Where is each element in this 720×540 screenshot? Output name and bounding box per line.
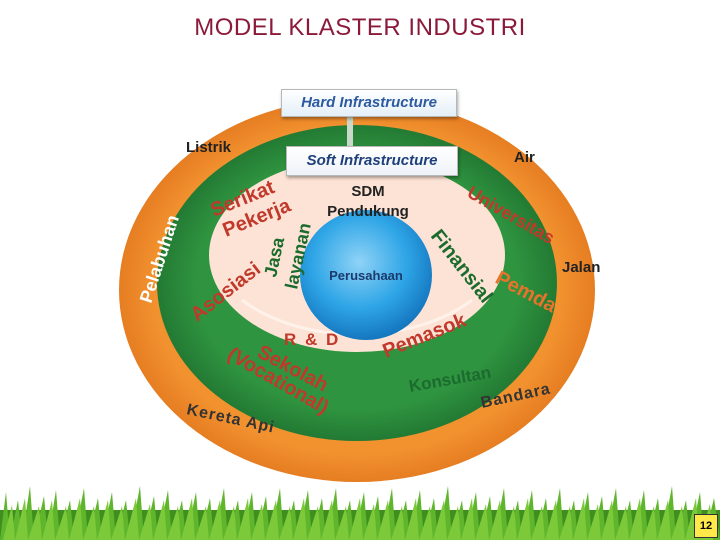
rnd-label: R & D <box>284 330 340 349</box>
pendukung-label: Pendukung <box>327 203 409 220</box>
sdm-label: SDM <box>351 183 384 200</box>
core-label: Perusahaan <box>329 268 403 283</box>
air-label: Air <box>514 149 535 166</box>
hard-infrastructure-box: Hard Infrastructure <box>281 89 457 117</box>
listrik-label: Listrik <box>186 139 232 156</box>
soft-infrastructure-box: Soft Infrastructure <box>286 146 458 176</box>
slide-number: 12 <box>694 514 718 538</box>
grass-decoration <box>0 486 720 540</box>
page-title: MODEL KLASTER INDUSTRI <box>194 14 526 41</box>
core-circle <box>300 210 432 340</box>
jalan-label: Jalan <box>562 259 600 276</box>
